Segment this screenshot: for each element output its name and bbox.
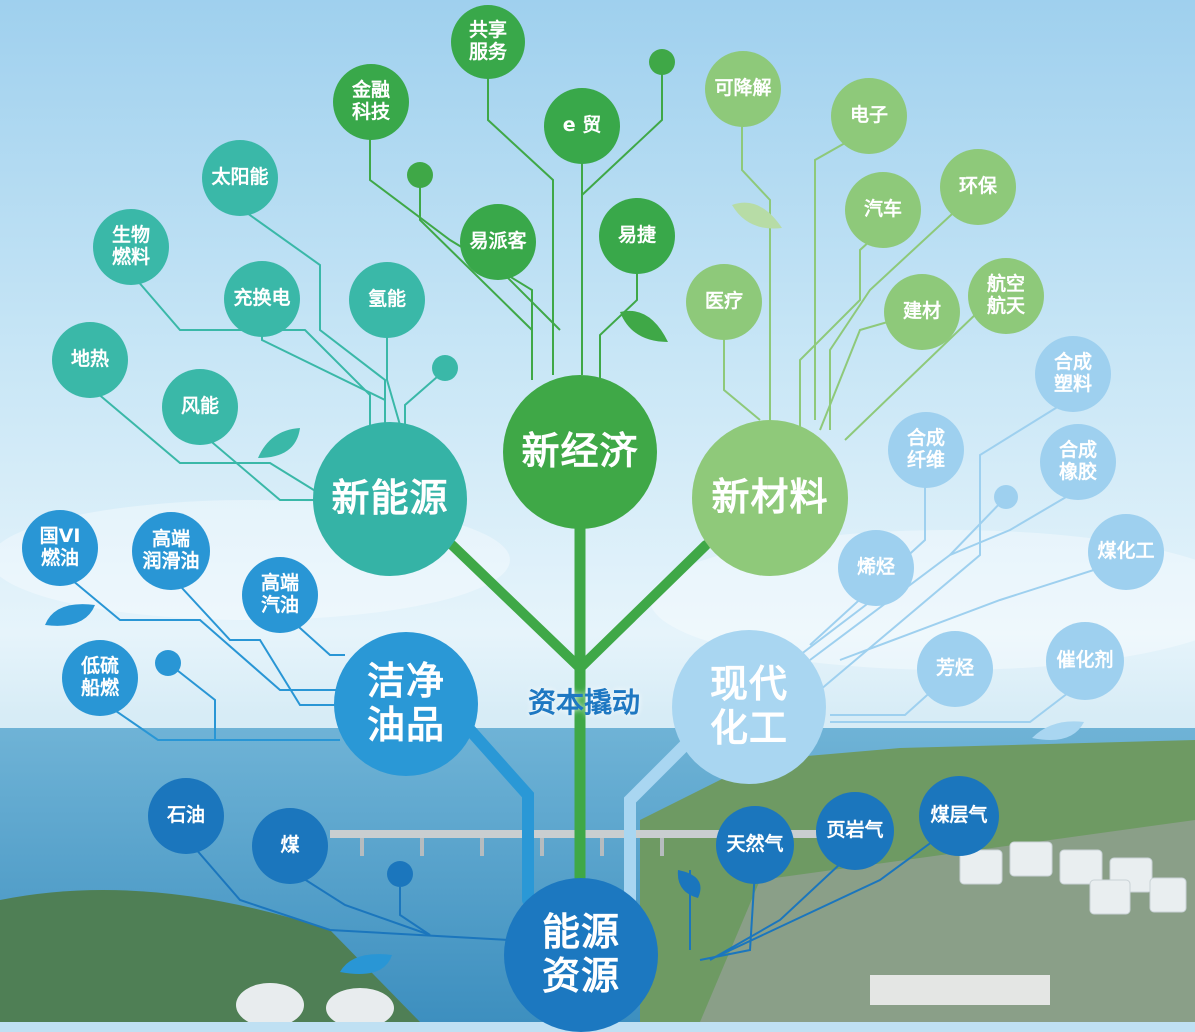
leaf-node-etrade: e 贸 — [544, 88, 620, 164]
leaf-node-label: 汽车 — [863, 198, 902, 221]
leaf-node-epec: 易派客 — [460, 204, 536, 280]
main-node-new-economy: 新经济 — [503, 375, 657, 529]
main-node-label: 洁净 油品 — [366, 659, 445, 747]
leaf-node-fintech: 金融 科技 — [333, 64, 409, 140]
leaf-node-synthetic-plastics: 合成 塑料 — [1035, 336, 1111, 412]
leaf-node-aromatics: 芳烃 — [917, 631, 993, 707]
main-node-label: 现代 化工 — [709, 662, 788, 750]
leaf-node-label: 建材 — [902, 300, 941, 323]
main-node-new-energy: 新能源 — [313, 422, 467, 576]
leaf-node-label: 地热 — [70, 348, 109, 371]
main-node-label: 新能源 — [331, 476, 449, 521]
leaf-node-catalyst: 催化剂 — [1046, 622, 1124, 700]
leaf-node-shale-gas: 页岩气 — [816, 792, 894, 870]
leaf-node-label: 煤化工 — [1097, 540, 1155, 563]
leaf-node-label: 可降解 — [714, 77, 772, 100]
leaf-node-label: 高端 润滑油 — [142, 528, 200, 572]
leaf-node-guo6-fuel: 国VI 燃油 — [22, 510, 98, 586]
leaf-node-petroleum: 石油 — [148, 778, 224, 854]
leaf-node-wind: 风能 — [162, 369, 238, 445]
main-node-clean-oil: 洁净 油品 — [334, 632, 478, 776]
leaf-node-label: 医疗 — [704, 290, 743, 313]
leaf-node-coal-chemical: 煤化工 — [1088, 514, 1164, 590]
main-node-new-materials: 新材料 — [692, 420, 848, 576]
main-node-label: 新材料 — [711, 475, 829, 520]
leaf-node-label: 页岩气 — [826, 819, 884, 842]
leaf-node-label: 催化剂 — [1056, 649, 1114, 672]
leaf-node-environmental: 环保 — [940, 149, 1016, 225]
leaf-node-building-materials: 建材 — [884, 274, 960, 350]
leaf-node-label: 环保 — [958, 175, 997, 198]
leaf-node-charging: 充换电 — [224, 261, 300, 337]
leaf-node-label: 太阳能 — [211, 166, 269, 189]
leaf-node-label: 合成 塑料 — [1053, 351, 1092, 395]
leaf-node-label: 共享 服务 — [468, 19, 507, 63]
leaf-node-label: 合成 橡胶 — [1058, 439, 1097, 483]
center-label: 资本撬动 — [527, 686, 640, 719]
leaf-node-label: 烯烃 — [856, 556, 895, 579]
leaf-node-label: 天然气 — [726, 833, 784, 856]
leaf-node-solar: 太阳能 — [202, 140, 278, 216]
leaf-node-label: 合成 纤维 — [906, 427, 945, 471]
leaf-node-label: 氢能 — [367, 288, 406, 311]
main-node-label: 新经济 — [521, 429, 639, 474]
leaf-node-geothermal: 地热 — [52, 322, 128, 398]
leaf-node-natural-gas: 天然气 — [716, 806, 794, 884]
leaf-node-automotive: 汽车 — [845, 172, 921, 248]
leaf-node-label: 低硫 船燃 — [80, 655, 119, 699]
main-node-label: 能源 资源 — [541, 910, 620, 998]
leaf-node-label: 金融 科技 — [351, 79, 390, 123]
leaf-node-label: 易捷 — [617, 224, 656, 247]
main-node-energy-resources: 能源 资源 — [504, 878, 658, 1032]
leaf-node-electronics: 电子 — [831, 78, 907, 154]
main-node-modern-chemical: 现代 化工 — [672, 630, 826, 784]
leaf-node-coalbed-methane: 煤层气 — [919, 776, 999, 856]
leaf-decorations — [45, 202, 1084, 974]
leaf-node-premium-lubricant: 高端 润滑油 — [132, 512, 210, 590]
leaf-node-medical: 医疗 — [686, 264, 762, 340]
leaf-node-label: 易派客 — [469, 230, 527, 253]
leaf-node-olefins: 烯烃 — [838, 530, 914, 606]
leaf-node-label: 充换电 — [233, 287, 291, 310]
leaf-node-shared-services: 共享 服务 — [451, 5, 525, 79]
leaf-node-label: 电子 — [849, 104, 888, 127]
leaf-node-easyjoy: 易捷 — [599, 198, 675, 274]
leaf-node-degradable: 可降解 — [705, 51, 781, 127]
leaf-node-label: 航空 航天 — [986, 273, 1025, 317]
leaf-node-label: 煤 — [280, 834, 300, 857]
bud-dots — [155, 49, 1018, 887]
leaf-node-label: 煤层气 — [930, 804, 988, 827]
leaf-node-label: 芳烃 — [935, 657, 974, 680]
leaf-node-label: 高端 汽油 — [260, 572, 299, 616]
leaf-node-aerospace: 航空 航天 — [968, 258, 1044, 334]
leaf-node-label: 石油 — [166, 804, 205, 827]
leaf-node-hydrogen: 氢能 — [349, 262, 425, 338]
leaf-node-synthetic-rubber: 合成 橡胶 — [1040, 424, 1116, 500]
leaf-node-label: 生物 燃料 — [111, 224, 150, 268]
leaf-node-label: e 贸 — [562, 114, 602, 137]
leaf-node-coal: 煤 — [252, 808, 328, 884]
leaf-node-low-sulfur-marine: 低硫 船燃 — [62, 640, 138, 716]
leaf-node-label: 国VI 燃油 — [39, 525, 81, 569]
leaf-node-label: 风能 — [180, 395, 219, 418]
leaf-node-premium-gasoline: 高端 汽油 — [242, 557, 318, 633]
leaf-node-synthetic-fiber: 合成 纤维 — [888, 412, 964, 488]
leaf-node-biofuel: 生物 燃料 — [93, 209, 169, 285]
